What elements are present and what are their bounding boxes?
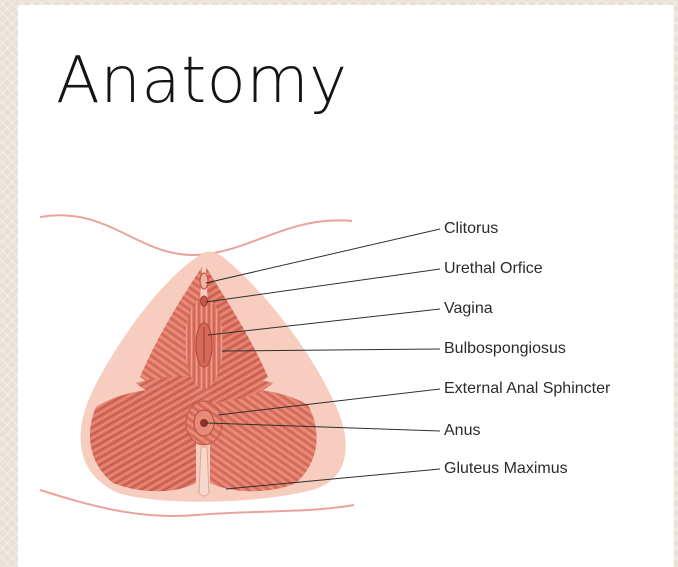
- pelvic-floor-diagram: [18, 5, 674, 567]
- label-gluteus-maximus: Gluteus Maximus: [444, 459, 568, 479]
- label-bulbospongiosus: Bulbospongiosus: [444, 339, 566, 359]
- label-external-anal-sphincter: External Anal Sphincter: [444, 379, 610, 399]
- leader-clitorus: [206, 229, 440, 283]
- label-urethal-orfice: Urethal Orfice: [444, 259, 543, 279]
- label-vagina: Vagina: [444, 299, 493, 319]
- gluteus-maximus-right: [210, 389, 317, 491]
- clitoris: [200, 273, 208, 289]
- gluteus-maximus-left: [90, 390, 196, 492]
- label-anus: Anus: [444, 421, 480, 441]
- anococcygeal-ligament: [199, 447, 209, 496]
- label-clitorus: Clitorus: [444, 219, 498, 239]
- urethral-orifice: [201, 296, 208, 306]
- upper-body-contour: [40, 215, 352, 255]
- anatomy-card: Anatomy: [18, 5, 674, 567]
